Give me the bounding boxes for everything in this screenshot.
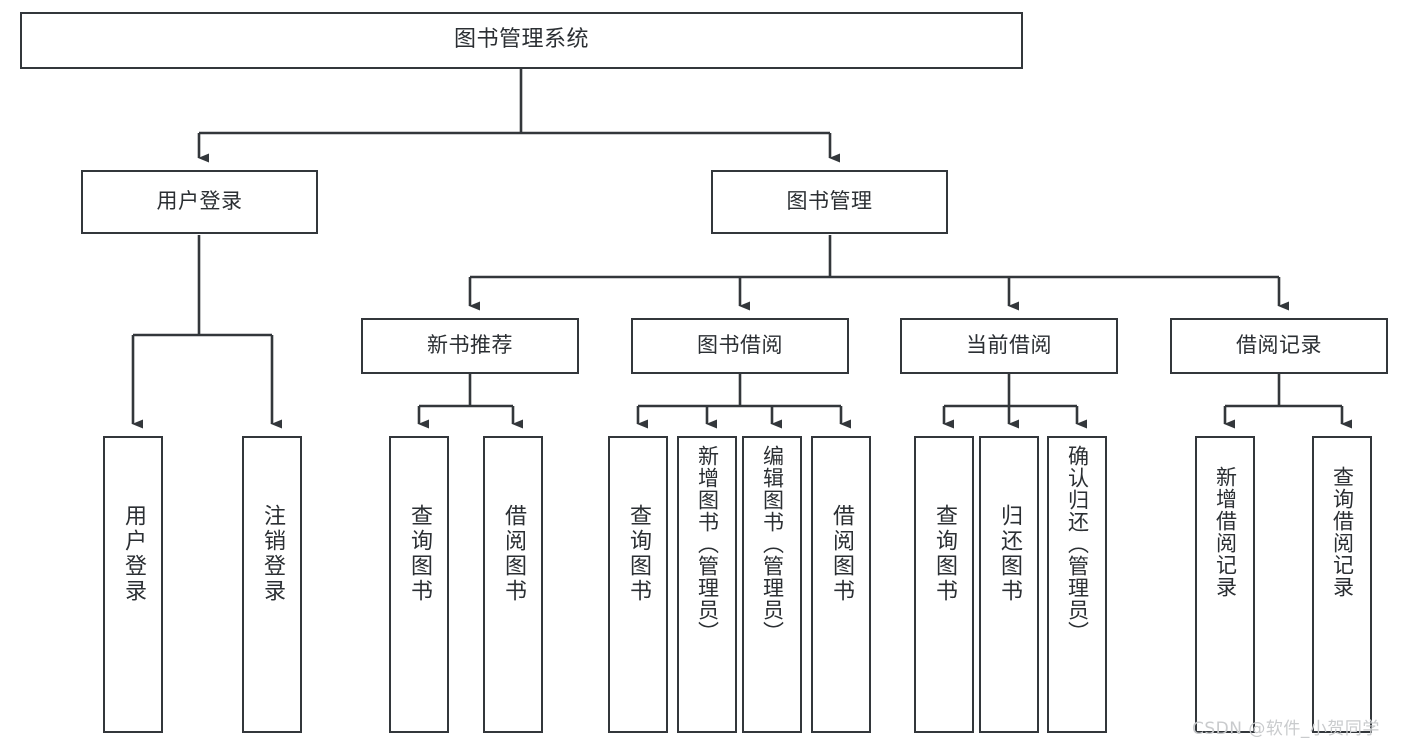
node-label: 查询借阅记录 xyxy=(1330,466,1355,598)
node-label: 查询图书 xyxy=(932,504,957,604)
node-label: 当前借阅 xyxy=(966,333,1052,358)
node-label: 借阅图书 xyxy=(501,504,526,604)
leaf-logout[interactable]: 注销登录 xyxy=(242,436,302,733)
node-label: 确认归还（管理员） xyxy=(1065,445,1090,643)
node-label: 用户登录 xyxy=(121,504,146,604)
node-user-login[interactable]: 用户登录 xyxy=(81,170,318,234)
node-label: 查询图书 xyxy=(407,504,432,604)
node-borrow-record[interactable]: 借阅记录 xyxy=(1170,318,1388,374)
node-label: 借阅记录 xyxy=(1236,333,1322,358)
node-label: 图书借阅 xyxy=(697,333,783,358)
node-label: 编辑图书（管理员） xyxy=(760,445,785,643)
leaf-current-query-book[interactable]: 查询图书 xyxy=(914,436,974,733)
node-new-book-recommend[interactable]: 新书推荐 xyxy=(361,318,579,374)
node-book-borrow[interactable]: 图书借阅 xyxy=(631,318,849,374)
leaf-current-return-book[interactable]: 归还图书 xyxy=(979,436,1039,733)
leaf-newbook-borrow-book[interactable]: 借阅图书 xyxy=(483,436,543,733)
leaf-record-query-borrow-record[interactable]: 查询借阅记录 xyxy=(1312,436,1372,733)
node-current-borrow[interactable]: 当前借阅 xyxy=(900,318,1118,374)
node-label: 注销登录 xyxy=(260,504,285,604)
node-label: 归还图书 xyxy=(997,504,1022,604)
leaf-borrow-add-book-admin[interactable]: 新增图书（管理员） xyxy=(677,436,737,733)
leaf-borrow-edit-book-admin[interactable]: 编辑图书（管理员） xyxy=(742,436,802,733)
node-label: 借阅图书 xyxy=(829,504,854,604)
node-label: 用户登录 xyxy=(156,189,243,214)
leaf-borrow-query-book[interactable]: 查询图书 xyxy=(608,436,668,733)
leaf-borrow-borrow-book[interactable]: 借阅图书 xyxy=(811,436,871,733)
csdn-watermark: CSDN @软件_小贺同学 xyxy=(1192,719,1380,739)
node-book-management[interactable]: 图书管理 xyxy=(711,170,948,234)
node-label: 图书管理系统 xyxy=(453,27,589,53)
leaf-user-login[interactable]: 用户登录 xyxy=(103,436,163,733)
leaf-current-confirm-return-admin[interactable]: 确认归还（管理员） xyxy=(1047,436,1107,733)
node-label: 新增借阅记录 xyxy=(1213,466,1238,598)
node-label: 图书管理 xyxy=(786,189,873,214)
node-label: 新增图书（管理员） xyxy=(695,445,720,643)
node-label: 查询图书 xyxy=(626,504,651,604)
node-label: 新书推荐 xyxy=(427,333,513,358)
leaf-newbook-query-book[interactable]: 查询图书 xyxy=(389,436,449,733)
node-root-book-management-system[interactable]: 图书管理系统 xyxy=(20,12,1023,69)
leaf-record-add-borrow-record[interactable]: 新增借阅记录 xyxy=(1195,436,1255,733)
